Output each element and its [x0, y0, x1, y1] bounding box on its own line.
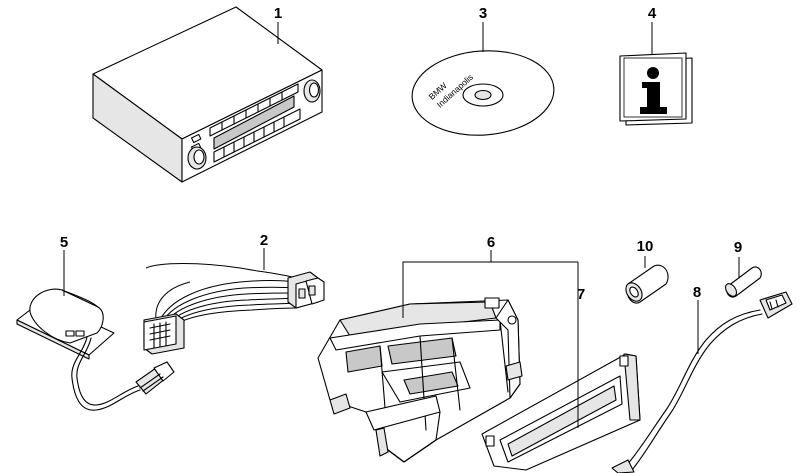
callout-9: 9 — [734, 239, 742, 256]
callout-8: 8 — [693, 284, 701, 301]
callout-4: 4 — [648, 5, 657, 22]
wiring-harness-icon — [143, 263, 325, 355]
info-booklet-icon — [619, 52, 693, 126]
navigation-cd-icon: BMW Indianapolis — [411, 50, 555, 136]
gps-antenna-icon — [16, 288, 175, 411]
sleeve-icon — [625, 264, 669, 304]
mounting-bracket-icon — [317, 297, 523, 463]
small-sleeve-icon — [724, 266, 762, 298]
radio-unit-icon — [92, 6, 323, 183]
adapter-cable-icon — [611, 291, 793, 473]
callout-7: 7 — [577, 286, 585, 303]
callout-10: 10 — [637, 238, 654, 255]
callout-6-bracket-leader — [402, 261, 578, 318]
trim-panel-icon — [481, 353, 641, 471]
callout-3: 3 — [479, 5, 487, 22]
callout-1: 1 — [274, 5, 282, 22]
callout-5: 5 — [60, 234, 68, 251]
callout-6: 6 — [487, 234, 495, 251]
callout-2: 2 — [260, 232, 268, 249]
